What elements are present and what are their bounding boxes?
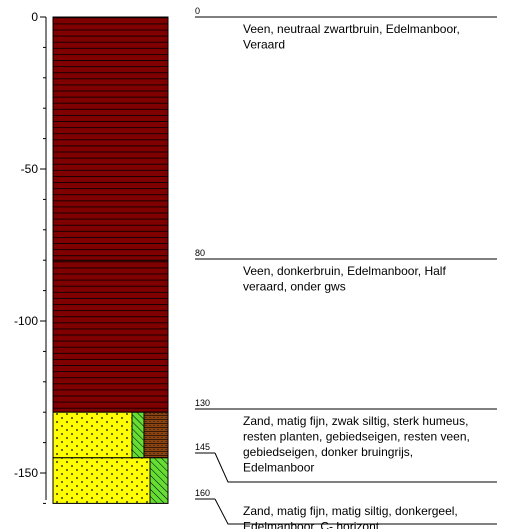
- layer-top-depth: 130: [195, 398, 210, 408]
- layer-sand-silty: [52, 457, 151, 504]
- layer-description-line: Zand, matig fijn, matig siltig, donkerge…: [243, 504, 458, 518]
- humus-strip: [143, 411, 169, 459]
- leader-line: [214, 452, 497, 483]
- depth-label: 0: [31, 10, 38, 24]
- layer-top-depth: 0: [195, 6, 200, 16]
- layer-description-line: Edelmanboor, C- horizont: [243, 520, 380, 529]
- boring-column: [52, 16, 169, 504]
- layer-description-line: Veraard: [243, 38, 285, 52]
- silt-band: [131, 411, 145, 459]
- layer-description-line: Veen, donkerbruin, Edelmanboor, Half: [243, 264, 446, 278]
- silt-band: [149, 457, 169, 504]
- leader-line: [214, 498, 497, 525]
- depth-label: -100: [14, 314, 38, 328]
- layer-description-line: gebiedseigen, donker bruingrijs,: [243, 445, 413, 459]
- layer-peat: [52, 16, 169, 413]
- layer-top-depth: 80: [195, 248, 205, 258]
- layer-sand-humic: [52, 411, 133, 459]
- layer-entry: 145: [195, 442, 497, 483]
- depth-axis: 0 -50 -100 -150: [14, 10, 47, 504]
- layer-description-line: Veen, neutraal zwartbruin, Edelmanboor,: [243, 22, 460, 36]
- layer-description-line: resten planten, gebiedseigen, resten vee…: [243, 430, 470, 444]
- depth-label: -150: [14, 466, 38, 480]
- layer-description-line: Zand, matig fijn, zwak siltig, sterk hum…: [243, 414, 468, 428]
- layer-top-depth: 160: [195, 488, 210, 498]
- layer-description-line: veraard, onder gws: [243, 280, 346, 294]
- layer-top-depth: 145: [195, 442, 210, 452]
- layer-description-line: Edelmanboor: [243, 461, 314, 475]
- depth-label: -50: [21, 162, 39, 176]
